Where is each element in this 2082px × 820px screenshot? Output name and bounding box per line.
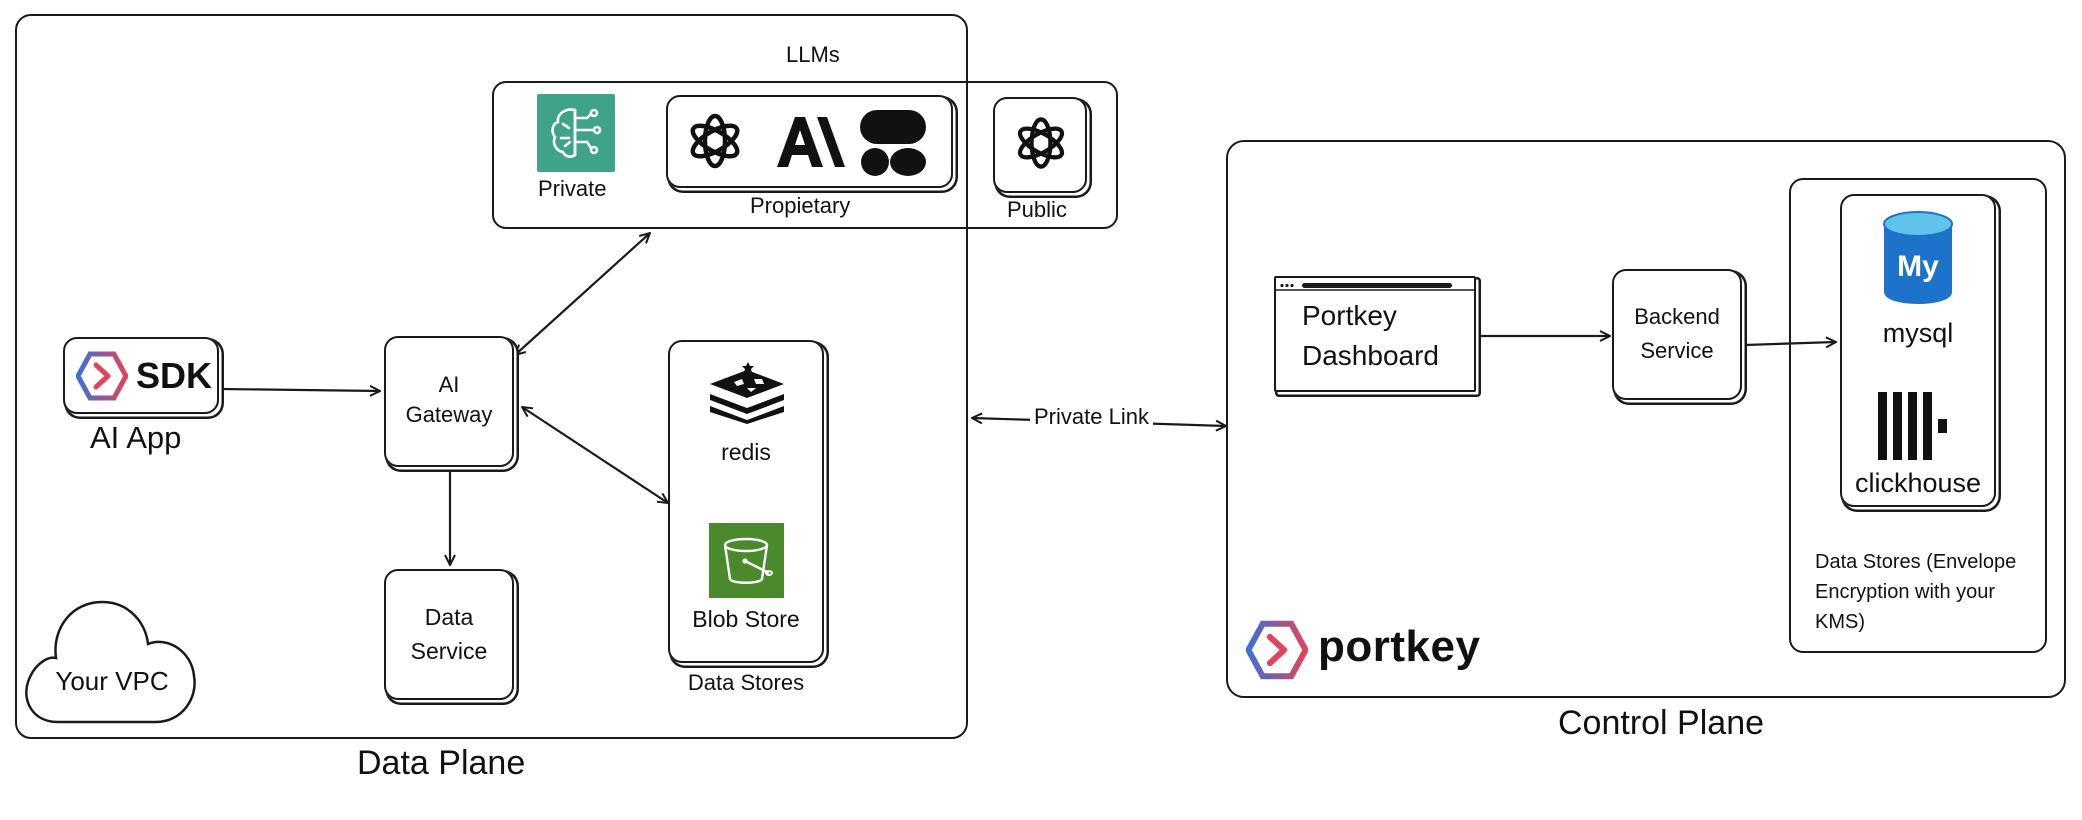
portkey-sdk-logo-icon [75, 351, 129, 401]
redis-label: redis [721, 439, 771, 465]
your-vpc-label: Your VPC [55, 666, 169, 696]
data-service-box[interactable] [384, 569, 514, 700]
window-titlebar [1276, 278, 1474, 291]
cloud-icon [18, 592, 204, 732]
public-llm-label: Public [1007, 197, 1067, 222]
arrow-app-to-gateway [221, 389, 380, 391]
backend-service-label: Backend Service [1612, 300, 1742, 368]
data-service-line2: Service [410, 638, 488, 664]
portkey-brand-name: portkey [1318, 622, 1481, 671]
data-service-label: Data Service [384, 600, 514, 668]
mistral-icon [858, 108, 928, 178]
anthropic-icon [775, 115, 845, 169]
control-stores-outer [1789, 178, 2047, 653]
portkey-logo-icon [1244, 620, 1310, 680]
backend-line2: Service [1640, 338, 1714, 363]
proprietary-llms-box [666, 95, 953, 188]
dashboard-line2: Dashboard [1302, 340, 1439, 371]
control-stores-note: Data Stores (Envelope Encryption with yo… [1815, 547, 2016, 637]
portkey-dashboard-window[interactable] [1274, 276, 1476, 392]
data-plane-frame [15, 14, 968, 739]
backend-line1: Backend [1634, 304, 1720, 329]
clickhouse-label: clickhouse [1854, 468, 1982, 498]
public-llm-box [993, 97, 1087, 193]
private-link-label: Private Link [1030, 404, 1153, 430]
llms-title: LLMs [786, 42, 840, 67]
control-plane-frame [1226, 140, 2066, 698]
sdk-label: SDK [136, 355, 213, 396]
stores-note-line1: Data Stores (Envelope [1815, 551, 2017, 573]
data-plane-title: Data Plane [357, 744, 526, 782]
bucket-icon [709, 523, 784, 598]
portkey-dashboard-label: Portkey Dashboard [1302, 296, 1439, 376]
private-llm-label: Private [538, 176, 607, 201]
openai-icon [680, 106, 750, 176]
ai-gateway-box[interactable] [384, 336, 514, 467]
arrow-gateway-llms [515, 233, 650, 355]
arrow-gateway-datastores [522, 407, 668, 503]
stores-note-line3: KMS) [1815, 611, 1865, 633]
clickhouse-icon [1876, 392, 1960, 460]
ai-gateway-label: AI Gateway [384, 370, 514, 430]
llms-group [492, 81, 1118, 229]
mysql-badge-text: My [1897, 250, 1939, 283]
stores-note-line2: Encryption with your [1815, 581, 1996, 603]
blob-store-label: Blob Store [692, 606, 800, 632]
ai-gateway-line1: AI [438, 372, 460, 397]
sdk-box[interactable] [63, 337, 219, 414]
mysql-label: mysql [1882, 318, 1954, 348]
data-plane-stores-box[interactable] [668, 340, 824, 663]
data-plane-stores-title: Data Stores [687, 670, 805, 695]
redis-icon [704, 362, 790, 424]
control-plane-title: Control Plane [1558, 704, 1765, 742]
brain-circuit-icon [537, 94, 615, 172]
openai-public-icon [1008, 110, 1074, 176]
backend-service-box[interactable] [1612, 269, 1742, 400]
ai-app-label: AI App [90, 420, 182, 455]
mysql-icon: My [1880, 210, 1956, 308]
ai-gateway-line2: Gateway [405, 402, 493, 427]
proprietary-llm-label: Propietary [750, 193, 851, 218]
data-service-line1: Data [424, 604, 474, 630]
control-stores-inner[interactable] [1840, 194, 1996, 507]
dashboard-line1: Portkey [1302, 300, 1397, 331]
